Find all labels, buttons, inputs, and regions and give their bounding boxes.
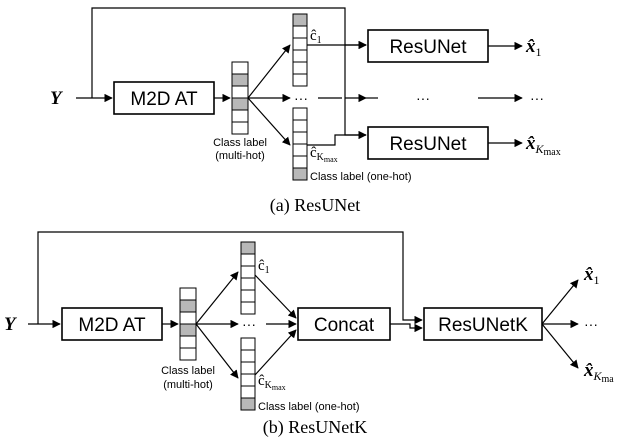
panel-a-one-hot-label: Class label (one-hot) <box>310 171 412 183</box>
panel-b-skip-wire <box>37 231 423 325</box>
panel-a-mid-row-dots-out: ··· <box>530 90 544 106</box>
panel-a-fan-top <box>247 44 291 99</box>
panel-b-mid-dots: ··· <box>242 316 256 332</box>
panel-a-ck-line <box>307 134 366 146</box>
panel-a-resunet-top-label: ResUNet <box>389 37 467 58</box>
panel-a-multi-hot-vector <box>231 61 249 135</box>
panel-b-concat-label: Concat <box>314 315 375 336</box>
panel-a-c1-label: ĉ1 <box>310 28 322 46</box>
panel-a-multi-hot-label-1: Class label <box>213 137 267 149</box>
panel-b-outmid-dots: ··· <box>584 316 598 332</box>
panel-b-ck-label: ĉKmax <box>258 373 286 392</box>
panel-a-one-hot-bottom <box>292 107 308 181</box>
panel-b-multi-hot-label-1: Class label <box>161 365 215 377</box>
panel-a-out1-label: x̂1 <box>525 36 542 59</box>
panel-a-m2d-box <box>113 81 215 115</box>
panel-b-one-hot-top <box>240 241 256 315</box>
panel-b-resunetk-box <box>423 307 543 341</box>
panel-b-multi-hot-label-2: (multi-hot) <box>163 379 213 391</box>
panel-b-out1-arrow <box>541 279 579 325</box>
panel-b-fan-bottom <box>195 323 239 379</box>
panel-a-input-label: Y <box>50 88 64 109</box>
panel-a-one-hot-top <box>292 13 308 87</box>
panel-b-resunetk-label: ResUNetK <box>438 315 528 336</box>
panel-b-c1-arrow <box>254 274 297 319</box>
panel-b-m2d-label: M2D AT <box>78 315 146 336</box>
panel-b-multi-hot-vector <box>179 287 197 361</box>
panel-b-one-hot-bottom <box>240 337 256 411</box>
panel-b-caption: (b) ResUNetK <box>263 417 367 438</box>
panel-b-fan-top <box>195 271 239 325</box>
panel-b-input-label: Y <box>4 314 18 335</box>
panel-a-resunet-top-box <box>367 29 489 63</box>
panel-b-ck-arrow <box>254 329 297 376</box>
panel-a-resunet-bottom-label: ResUNet <box>389 134 467 155</box>
panel-a: Y M2D AT Class label (multi-hot) <box>50 7 561 216</box>
panel-a-skip-wire <box>91 7 367 140</box>
panel-b: Y M2D AT Class label (multi-hot) <box>4 231 614 438</box>
panel-a-outk-label: x̂Kmax <box>525 133 561 158</box>
panel-b-concat-arrow <box>390 323 423 333</box>
panel-b-outk-arrow <box>541 323 579 369</box>
panel-b-out1-label: x̂1 <box>583 264 600 287</box>
panel-a-m2d-label: M2D AT <box>130 89 198 110</box>
panel-a-fan-bottom <box>247 97 291 146</box>
panel-a-mid-dots: ··· <box>294 90 308 106</box>
panel-a-multi-hot-label-2: (multi-hot) <box>215 150 265 162</box>
panel-b-outk-label: x̂Kma <box>583 360 614 385</box>
panel-b-c1-label: ĉ1 <box>258 258 270 276</box>
panel-b-one-hot-label: Class label (one-hot) <box>258 401 360 413</box>
panel-a-mid-row-dots: ··· <box>416 90 430 106</box>
panel-a-ck-label: ĉKmax <box>310 145 338 164</box>
panel-a-caption: (a) ResUNet <box>270 195 360 216</box>
